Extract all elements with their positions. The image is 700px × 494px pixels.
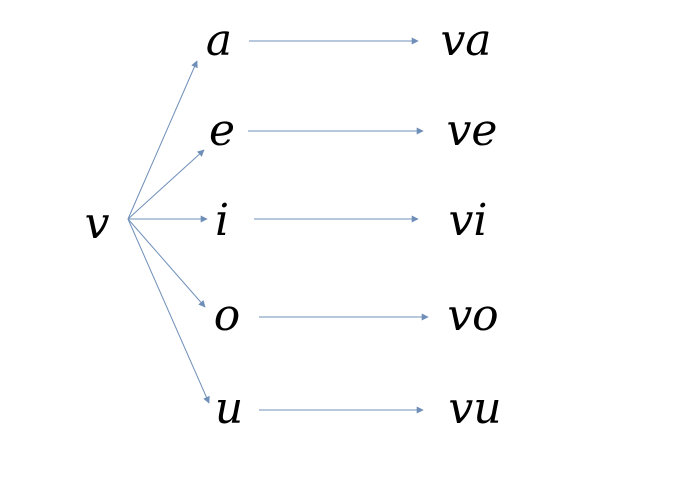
syllable-vu: vu bbox=[448, 383, 502, 434]
branch-arrow-o bbox=[127, 218, 206, 308]
vowel-o: o bbox=[213, 290, 241, 341]
syllable-ve: ve bbox=[446, 105, 498, 156]
vowel-e: e bbox=[208, 105, 236, 156]
syllable-va: va bbox=[440, 15, 492, 66]
root-letter: v bbox=[84, 198, 110, 249]
vowel-a: a bbox=[205, 15, 233, 66]
syllable-vi: vi bbox=[448, 195, 488, 246]
syllable-vo: vo bbox=[447, 290, 499, 341]
vowel-u: u bbox=[214, 383, 244, 434]
branch-arrow-e bbox=[127, 149, 205, 220]
branch-arrow-u bbox=[127, 218, 210, 404]
vowel-i: i bbox=[214, 195, 230, 246]
branch-arrow-a bbox=[127, 60, 198, 220]
